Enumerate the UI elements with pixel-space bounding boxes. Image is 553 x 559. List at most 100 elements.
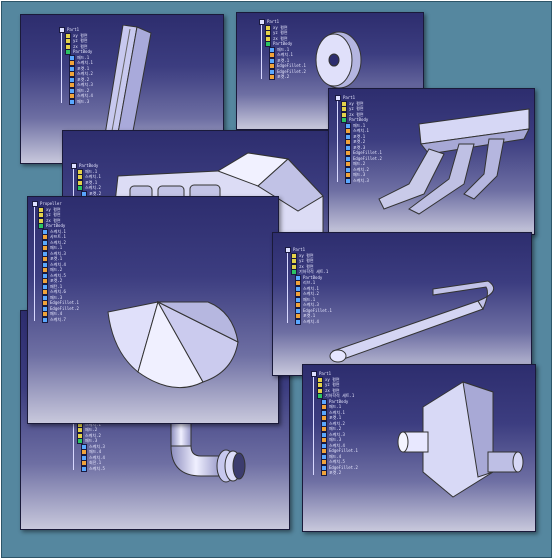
tree-node[interactable]: 패드.3	[59, 98, 93, 105]
tree-node-label: EdgeFillet.1	[277, 63, 306, 68]
tree-connector-line	[61, 30, 62, 103]
tree-node[interactable]: Propeller	[32, 201, 79, 207]
tree-node[interactable]: Part1	[59, 27, 93, 33]
tree-node-label: 패드.3	[77, 98, 90, 104]
hook-model	[329, 280, 495, 363]
tree-node-label: 스케치.3	[329, 431, 345, 437]
fan-model	[107, 300, 239, 389]
tree-node-icon	[345, 177, 351, 184]
tree-node-label: 스케치.1	[353, 128, 369, 133]
tree-node-label: 포켓.3	[353, 144, 366, 150]
tree-node[interactable]: PartBody	[259, 41, 306, 47]
tree-node-label: EdgeFillet.1	[353, 150, 382, 155]
tree-node[interactable]: PartBody	[335, 117, 382, 123]
tree-node[interactable]: PartBody	[71, 163, 105, 169]
tree-node[interactable]: Part1	[335, 95, 382, 101]
tree-node[interactable]: 스케치.7	[32, 316, 79, 323]
feature-tree[interactable]: 패드.1스케치.1패드.2스케치.2패드.3스케치.3패드.4스케치.4회전.1…	[71, 416, 105, 472]
tree-node-label: 포켓.1	[303, 313, 316, 318]
tree-connector-line	[34, 204, 35, 321]
tree-node-label: PartBody	[329, 398, 349, 404]
tree-node-label: xy 평면	[46, 206, 61, 212]
tree-node-label: 패드.1	[77, 54, 90, 60]
tree-node-label: xy 평면	[73, 32, 88, 38]
tree-node-label: 패드.3	[85, 438, 98, 443]
tree-node-label: 패드.1	[277, 46, 290, 52]
tree-node-label: PartBody	[79, 163, 99, 168]
tree-node-label: 스케치.3	[89, 443, 105, 449]
tree-node-label: 포켓.2	[89, 190, 102, 196]
tree-node[interactable]: 기하학적 세트.1	[285, 269, 332, 275]
tree-node[interactable]: PartBody	[59, 49, 93, 55]
tree-node-label: 스케치.5	[329, 459, 345, 464]
tree-node-label: EdgeFillet.1	[50, 300, 79, 305]
tree-node-label: 스케치.5	[89, 465, 105, 471]
tree-node-label: 패드.3	[353, 172, 366, 177]
tree-node-label: 포켓.1	[50, 256, 63, 261]
tree-node-label: yz 평면	[349, 106, 364, 111]
tree-node-icon	[69, 98, 75, 105]
tree-node-label: zx 평면	[73, 43, 88, 49]
tree-node-icon	[38, 223, 44, 229]
tree-node-label: 샤프트.1	[50, 234, 66, 239]
tree-node[interactable]: 패드.3	[71, 438, 105, 444]
tree-node-label: 스케치.1	[277, 52, 293, 57]
tree-node-label: 스케치.7	[50, 316, 66, 322]
tree-node-label: PartBody	[46, 223, 66, 228]
tree-node[interactable]: Part1	[285, 247, 332, 253]
tree-node-label: 패드.2	[77, 87, 90, 93]
tree-node[interactable]: 스케치.5	[71, 465, 105, 472]
tree-node-label: 스케치.2	[77, 71, 93, 76]
tree-node-label: 패드.1	[329, 404, 342, 409]
tree-node[interactable]: 스케치.4	[285, 318, 332, 325]
tree-node[interactable]: 기하학적 세트.1	[311, 393, 358, 399]
tree-node-label: EdgeFillet.2	[50, 305, 79, 311]
tree-node[interactable]: Part1	[311, 371, 358, 377]
tree-node-label: Part1	[293, 247, 306, 252]
tree-node[interactable]: 스케치.2	[71, 185, 105, 191]
tree-node-label: EdgeFillet.2	[277, 68, 306, 74]
tree-node[interactable]: 스케치.3	[335, 177, 382, 184]
tree-node-label: zx 평면	[273, 35, 288, 41]
tree-node-label: 포켓.2	[353, 139, 366, 144]
tree-node[interactable]: 포켓.2	[259, 74, 306, 80]
tree-node-label: 패드.2	[50, 267, 63, 272]
tree-node-label: PartBody	[273, 41, 293, 46]
tree-node-label: EdgeFillet.2	[329, 464, 358, 470]
tree-node-label: 포켓.1	[277, 57, 290, 63]
tree-node[interactable]: PartBody	[32, 223, 79, 229]
tree-node-icon	[77, 438, 83, 444]
tree-node-label: 기하학적 세트.1	[299, 269, 329, 274]
tree-node-label: xy 평면	[325, 376, 340, 382]
tree-node[interactable]: 포켓.2	[311, 470, 358, 476]
tree-node-label: 포켓.1	[77, 65, 90, 71]
tree-node-label: 포켓.2	[277, 74, 290, 79]
tree-node-label: 스케치.4	[50, 261, 66, 267]
tree-node-icon	[42, 316, 48, 323]
tree-node-label: zx 평면	[299, 263, 314, 269]
tree-node-label: PartBody	[73, 49, 93, 54]
tree-node[interactable]: Part1	[259, 19, 306, 25]
tree-connector-line	[313, 374, 314, 475]
tree-node-label: 기하학적 세트.1	[325, 393, 355, 398]
tree-node-label: zx 평면	[325, 387, 340, 393]
tree-node-icon	[32, 201, 38, 207]
tree-node-icon	[335, 95, 341, 101]
tree-node-icon	[295, 318, 301, 325]
tree-node-icon	[81, 465, 87, 472]
tree-node-label: 스케치.3	[50, 250, 66, 256]
tree-node-label: zx 평면	[349, 111, 364, 117]
tree-node-label: xy 평면	[273, 24, 288, 30]
tree-node-label: 포켓.1	[329, 415, 342, 420]
tree-node-label: 패드.1	[85, 168, 98, 174]
